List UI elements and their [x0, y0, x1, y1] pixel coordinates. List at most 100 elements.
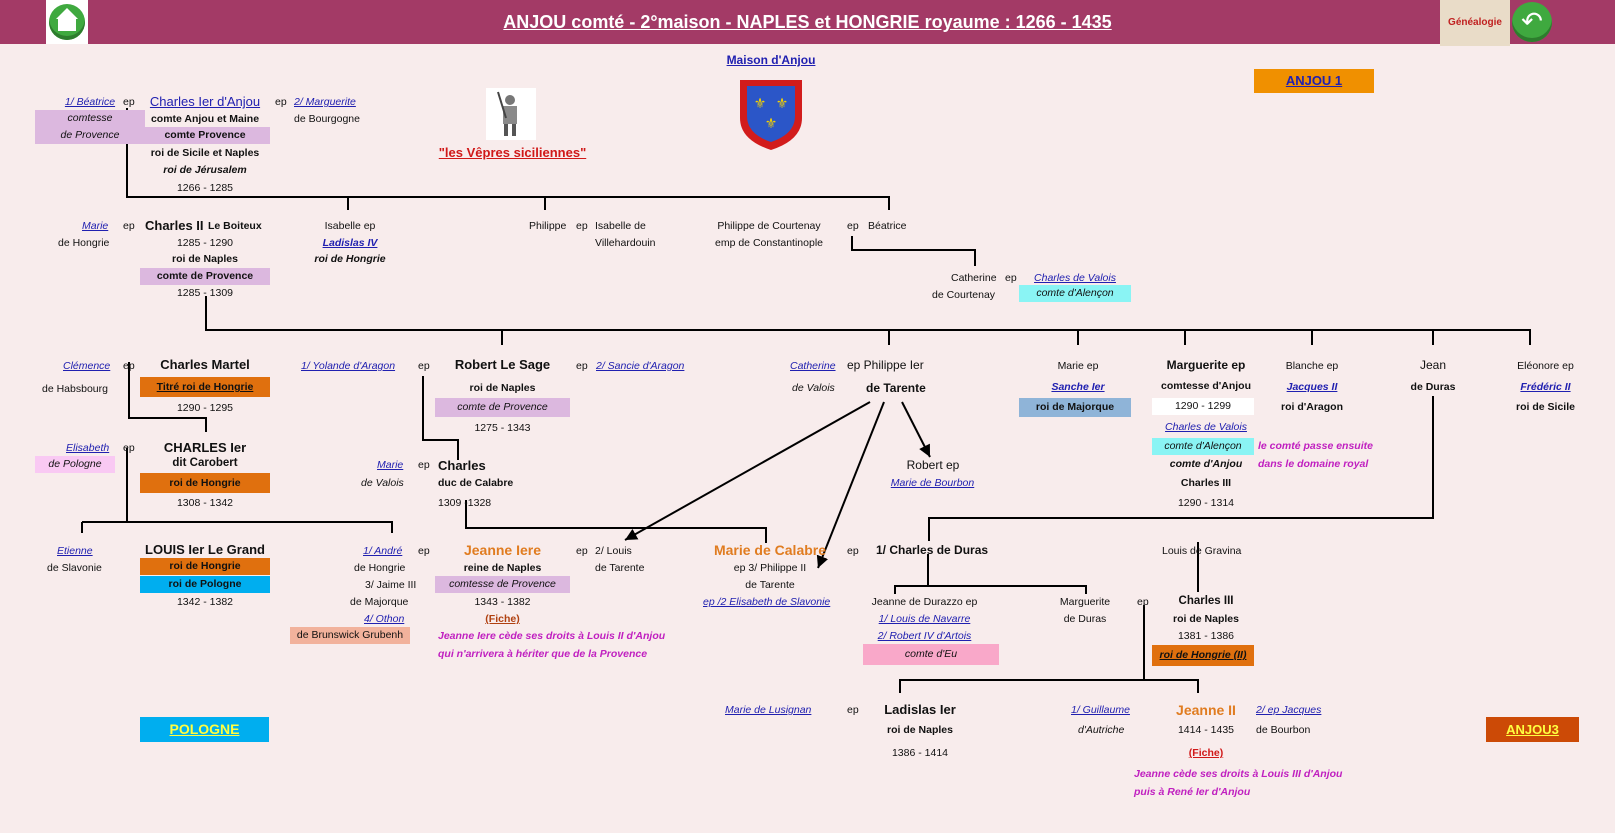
ep-label: ep	[418, 545, 430, 557]
jeanne2-note: Jeanne cède ses droits à Louis III d'Anj…	[1134, 768, 1343, 780]
martel-title[interactable]: Titré roi de Hongrie	[140, 377, 270, 397]
marguerite-title: comtesse d'Anjou	[1160, 380, 1251, 392]
svg-text:⚜: ⚜	[754, 95, 767, 111]
charles1-link[interactable]: Charles Ier d'Anjou	[149, 94, 261, 109]
charles-calabre-dates: 1309 -1328	[438, 497, 492, 509]
charles2-dates-1: 1285 - 1290	[176, 237, 234, 249]
catherine-valois-link[interactable]: Catherine	[790, 360, 836, 372]
maison-anjou-link[interactable]: Maison d'Anjou	[726, 53, 816, 67]
robert-name: Robert Le Sage	[454, 357, 551, 372]
charles2-name: Charles II	[145, 218, 204, 233]
charles2-nickname: Le Boiteux	[208, 220, 262, 232]
marguerite-bourgogne-title: de Bourgogne	[294, 113, 360, 125]
robert-artois-link[interactable]: 2/ Robert IV d'Artois	[877, 630, 972, 642]
jacques-bourbon-link[interactable]: 2/ ep Jacques	[1256, 704, 1322, 716]
marguerite-dates: 1290 - 1299	[1152, 398, 1254, 415]
charles-valois-title: comte d'Alençon	[1019, 285, 1131, 302]
charles2-provence: comte de Provence	[140, 268, 270, 285]
robert-dates: 1275 - 1343	[474, 422, 531, 434]
marie-valois-link[interactable]: Marie	[377, 459, 404, 471]
ladislas4-link[interactable]: Ladislas IV	[322, 237, 378, 249]
marie-lusignan-link[interactable]: Marie de Lusignan	[725, 704, 812, 716]
ladislas-title: roi de Naples	[887, 724, 953, 736]
home-icon	[49, 4, 85, 40]
ep-label: ep	[847, 220, 859, 232]
charles3-hongrie[interactable]: roi de Hongrie (II)	[1152, 645, 1254, 666]
marie-hongrie-title: de Hongrie	[58, 237, 110, 249]
marie-calabre-ep: ep 3/ Philippe II	[733, 562, 807, 574]
marguerite-bourgogne-link[interactable]: 2/ Marguerite	[294, 96, 356, 108]
home-button[interactable]	[46, 0, 88, 44]
pologne-link[interactable]: POLOGNE	[140, 717, 269, 742]
louis-gravina: Louis de Gravina	[1162, 545, 1242, 557]
charles2-naples: roi de Naples	[172, 253, 238, 265]
jeanne1-provence: comtesse de Provence	[435, 576, 570, 593]
elisabeth-slavonie-link[interactable]: ep /2 Elisabeth de Slavonie	[703, 596, 831, 608]
marguerite-name: Marguerite ep	[1166, 358, 1246, 372]
beatrice-link[interactable]: 1/ Béatrice	[64, 96, 116, 108]
clemence-link[interactable]: Clémence	[63, 360, 111, 372]
philippe-name: Philippe	[529, 220, 567, 232]
etienne-title: de Slavonie	[47, 562, 102, 574]
ladislas4-title: roi de Hongrie	[314, 253, 386, 265]
sanche-link[interactable]: Sanche Ier	[1051, 381, 1105, 393]
vepres-link[interactable]: "les Vêpres siciliennes"	[438, 145, 587, 160]
charles1-provence: comte Provence	[140, 127, 270, 144]
ep-label: ep	[847, 704, 859, 716]
jeanne2-name: Jeanne II	[1176, 702, 1236, 718]
comte-note: le comté passe ensuite	[1258, 440, 1373, 452]
yolande-link[interactable]: 1/ Yolande d'Aragon	[301, 360, 396, 372]
clemence-title: de Habsbourg	[42, 383, 108, 395]
carobert-name: CHARLES Ier	[163, 440, 247, 455]
courtenay-title: emp de Constantinople	[715, 237, 823, 249]
ep-label: ep	[1137, 596, 1149, 608]
othon-title: de Brunswick Grubenh	[290, 627, 410, 644]
ep-label: ep	[1005, 272, 1017, 284]
comte-note-2: dans le domaine royal	[1258, 458, 1369, 470]
charles3-name: Charles III	[1178, 595, 1234, 607]
frederic2-link[interactable]: Frédéric II	[1520, 381, 1571, 393]
louis-navarre-link[interactable]: 1/ Louis de Navarre	[878, 613, 971, 625]
jeanne2-fiche-link[interactable]: (Fiche)	[1188, 747, 1224, 759]
louis-name: LOUIS Ier Le Grand	[145, 542, 265, 557]
robert-tarente: Robert ep	[906, 458, 960, 472]
charles-calabre-title: duc de Calabre	[438, 477, 514, 489]
ep-label: ep	[123, 360, 135, 372]
andre-link[interactable]: 1/ André	[363, 545, 403, 557]
charles-valois-charles3: Charles III	[1180, 477, 1232, 489]
ep-label: ep	[576, 220, 588, 232]
charles-valois-2-link[interactable]: Charles de Valois	[1165, 421, 1247, 433]
back-arrow-icon[interactable]: ↶	[1512, 2, 1552, 42]
elisabeth-link[interactable]: Elisabeth	[66, 442, 110, 454]
louis-tarente-2: de Tarente	[595, 562, 645, 574]
ep-label: ep	[576, 360, 588, 372]
othon-link[interactable]: 4/ Othon	[364, 613, 405, 625]
etienne-link[interactable]: Etienne	[57, 545, 93, 557]
marie-bourbon-link[interactable]: Marie de Bourbon	[890, 477, 975, 489]
frederic2-title: roi de Sicile	[1516, 401, 1575, 413]
sancie-link[interactable]: 2/ Sancie d'Aragon	[596, 360, 685, 372]
anjou1-link[interactable]: ANJOU 1	[1254, 69, 1374, 93]
anjou3-link[interactable]: ANJOU3	[1486, 717, 1579, 742]
jean-title: de Duras	[1410, 381, 1456, 393]
guillaume-link[interactable]: 1/ Guillaume	[1071, 704, 1130, 716]
isabelle-villehardouin-2: Villehardouin	[595, 237, 656, 249]
svg-text:⚜: ⚜	[765, 115, 778, 131]
genealogie-button[interactable]: Généalogie	[1440, 0, 1510, 46]
jacques-bourbon-title: de Bourbon	[1256, 724, 1311, 736]
louis-hongrie: roi de Hongrie	[140, 558, 270, 575]
philippe-tarente-name: ep Philippe Ier	[847, 358, 924, 372]
knight-icon[interactable]	[486, 88, 536, 140]
ep-label: ep	[418, 360, 430, 372]
louis-dates: 1342 - 1382	[176, 596, 234, 608]
louis-tarente: 2/ Louis	[595, 545, 632, 557]
marie-calabre-name: Marie de Calabre	[713, 542, 827, 558]
ladislas-dates: 1386 - 1414	[891, 747, 949, 759]
marie-hongrie-link[interactable]: Marie	[82, 220, 109, 232]
jeanne1-fiche-link[interactable]: (Fiche)	[485, 613, 520, 625]
marguerite-duras-2: de Duras	[1063, 613, 1107, 625]
charles-valois-link[interactable]: Charles de Valois	[1034, 272, 1116, 284]
jacques2-link[interactable]: Jacques II	[1286, 381, 1338, 393]
jeanne1-dates: 1343 - 1382	[474, 596, 531, 608]
